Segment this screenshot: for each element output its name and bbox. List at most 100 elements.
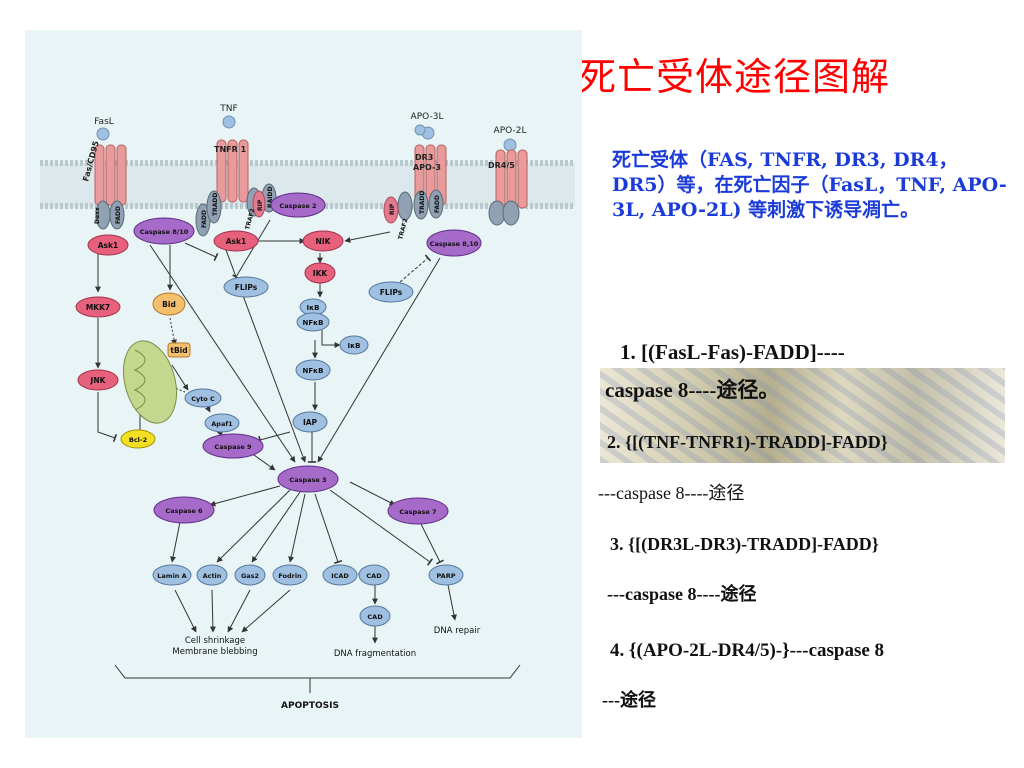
node-flips	[223, 276, 269, 298]
label-apo3: APO-3	[413, 163, 441, 172]
node-fodrin	[272, 564, 308, 586]
label-fodrin: Fodrin	[278, 572, 302, 580]
node-gas2	[234, 564, 266, 586]
label-tbid: tBid	[170, 346, 187, 355]
label-casp810b: Caspase 8,10	[430, 240, 479, 248]
label-casp2: Caspase 2	[279, 202, 316, 210]
node-casp2	[270, 192, 326, 218]
node-bid	[152, 292, 186, 316]
slide-title: 死亡受体途径图解	[578, 55, 891, 99]
label-fadd: FADD	[115, 206, 122, 224]
label-casp7: Caspase 7	[399, 508, 436, 516]
label-traf2: TRAF2	[244, 208, 256, 231]
label-iap: IAP	[303, 418, 318, 427]
label-ikk: IKK	[313, 269, 329, 278]
node-ask1	[87, 234, 129, 256]
label-nfkb: NFκB	[303, 319, 324, 327]
label-ask1b: Ask1	[226, 237, 246, 246]
label-bcl2: Bcl-2	[129, 436, 147, 444]
label-casp810: Caspase 8/10	[140, 228, 189, 236]
node-parp	[428, 564, 464, 586]
node-icad	[322, 564, 358, 586]
label-tradd: TRADD	[212, 193, 219, 216]
label-dr45: DR4/5	[488, 161, 515, 170]
node-ikk	[304, 262, 336, 284]
pathway-item-4-line2: ---途径	[602, 690, 656, 710]
label-gas2: Gas2	[241, 572, 259, 580]
label-actin: Actin	[203, 572, 222, 580]
node-bcl2	[120, 429, 156, 449]
label-ikb2: IκB	[348, 342, 361, 350]
label-bid: Bid	[162, 300, 176, 309]
label-nik: NIK	[316, 237, 332, 246]
node-ikb2	[339, 335, 369, 355]
node-actin	[196, 564, 228, 586]
label-daxx: Daxx	[94, 207, 101, 224]
node-casp9	[202, 433, 264, 459]
label-dnafrag: DNA fragmentation	[334, 649, 416, 659]
node-apaf1	[204, 413, 240, 433]
label-jnk: JNK	[90, 376, 107, 385]
label-flips2: FLIPs	[380, 288, 403, 297]
node-nfkb2	[295, 359, 331, 381]
label-rip: RIP	[257, 199, 264, 211]
node-casp3	[277, 465, 339, 493]
node-cad2	[359, 605, 391, 627]
decorative-banner	[600, 368, 1005, 463]
node-cad	[358, 564, 390, 586]
label-dr3: DR3	[415, 153, 433, 162]
label-apo3l: APO-3L	[411, 112, 444, 122]
label-cad: CAD	[366, 572, 382, 580]
label-apoptosis: APOPTOSIS	[281, 701, 339, 711]
decorative-banner-texture	[600, 368, 1005, 463]
label-cad2: CAD	[367, 613, 383, 621]
node-casp7	[387, 497, 449, 525]
label-traf2b: TRAF2	[397, 218, 409, 241]
pathway-item-2-line1: 2. {[(TNF-TNFR1)-TRADD]-FADD}	[607, 432, 888, 452]
label-fadd3: FADD	[434, 195, 441, 213]
label-raidd: RAIDD	[267, 187, 274, 208]
label-ikb: IκB	[307, 304, 320, 312]
node-jnk	[77, 369, 119, 391]
node-cytoc	[184, 388, 222, 408]
node-nik	[302, 230, 344, 252]
label-parp: PARP	[437, 572, 456, 580]
label-cytoc: Cyto C	[191, 395, 215, 403]
label-tradd2: TRADD	[419, 191, 426, 214]
pathway-diagram: FasL TNF APO-3L APO-2L Fas/CD95 TNFR 1 D…	[25, 30, 582, 738]
pathway-item-3-line2: ---caspase 8----途径	[607, 584, 757, 604]
node-nfkb	[296, 312, 330, 332]
pathway-item-1-line2: caspase 8----途径。	[605, 378, 780, 402]
label-dnarepair: DNA repair	[434, 626, 481, 636]
node-flips2	[368, 281, 414, 303]
pathway-item-4-line1: 4. {(APO-2L-DR4/5)-}---caspase 8	[610, 640, 885, 661]
label-apo2l: APO-2L	[494, 126, 527, 136]
label-casp6: Caspase 6	[165, 507, 203, 515]
label-mkk7: MKK7	[86, 303, 110, 312]
label-ask1: Ask1	[98, 241, 118, 250]
label-fasl: FasL	[94, 117, 114, 127]
node-casp6	[153, 496, 215, 524]
pathway-item-1-line1: 1. [(FasL-Fas)-FADD]----	[620, 340, 845, 364]
label-lamina: Lamin A	[157, 572, 186, 580]
label-icad: ICAD	[331, 572, 349, 580]
node-mkk7	[75, 296, 121, 318]
label-rip2: RIP	[389, 203, 396, 215]
pathway-item-2-line2: ---caspase 8----途径	[598, 483, 745, 503]
node-lamina	[152, 564, 192, 586]
pathway-item-3-line1: 3. {[(DR3L-DR3)-TRADD]-FADD}	[610, 534, 879, 554]
label-casp9: Caspase 9	[214, 443, 252, 451]
label-fadd2: FADD	[201, 210, 208, 228]
node-ask1b	[213, 230, 259, 252]
label-tnfr1: TNFR 1	[214, 145, 247, 154]
label-casp3: Caspase 3	[289, 476, 326, 484]
label-shrink1: Cell shrinkage	[185, 636, 245, 646]
intro-paragraph: 死亡受体（FAS, TNFR, DR3, DR4， DR5）等，在死亡因子（Fa…	[612, 149, 1007, 221]
node-casp810b	[426, 229, 482, 257]
mitochondrion-icon	[123, 340, 177, 424]
label-flips: FLIPs	[235, 283, 258, 292]
node-iap	[292, 411, 328, 433]
node-tbid	[167, 342, 191, 358]
label-shrink2: Membrane blebbing	[172, 647, 257, 657]
label-tnf: TNF	[219, 104, 237, 114]
